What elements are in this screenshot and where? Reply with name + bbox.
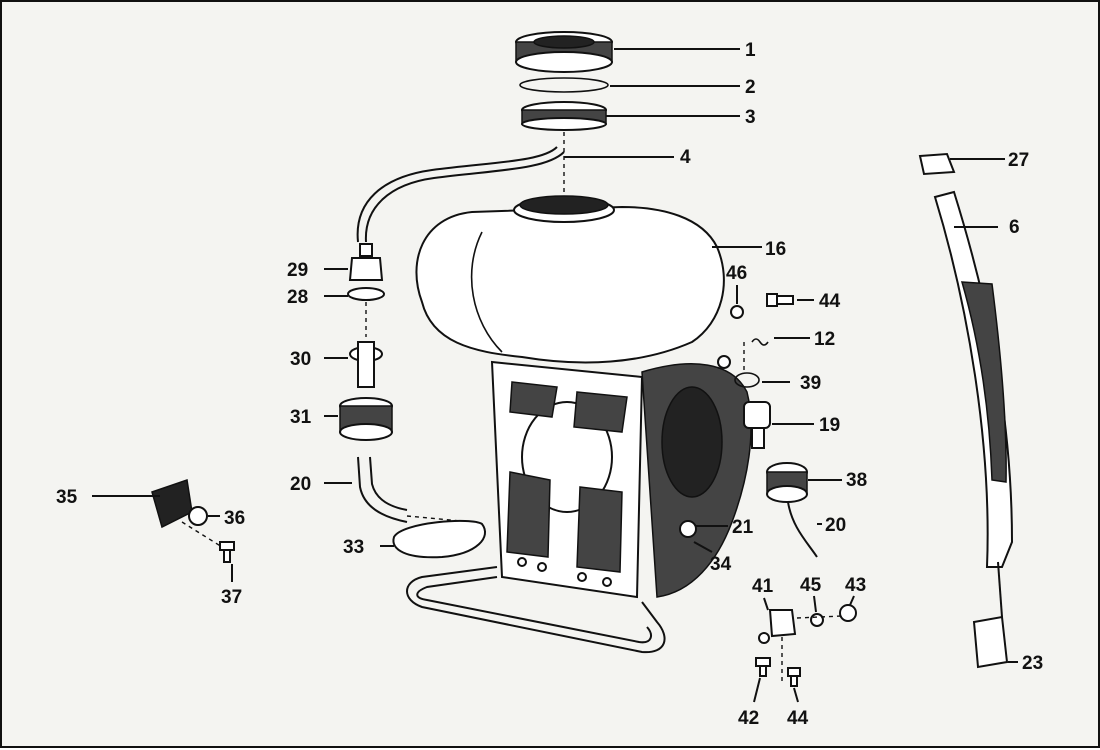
bolt-44-upper: [766, 293, 794, 307]
part-label-16: 16: [765, 239, 786, 260]
part-label-28: 28: [287, 287, 308, 308]
part-label-42: 42: [738, 708, 759, 729]
part-label-6: 6: [1009, 217, 1020, 238]
hose-tube: [356, 146, 558, 243]
washer-46: [730, 305, 744, 319]
part-label-31: 31: [290, 407, 312, 428]
part-label-35: 35: [56, 487, 78, 508]
part-label-39: 39: [800, 373, 821, 394]
back-frame: [490, 360, 644, 599]
part-label-44-lower: 44: [787, 708, 809, 729]
tank-cap: [515, 31, 613, 73]
spray-tank: [415, 195, 725, 364]
spring-12: [751, 338, 769, 346]
buckle-27: [918, 152, 956, 176]
part-label-37: 37: [221, 587, 242, 608]
washer-45: [810, 613, 824, 627]
part-label-46: 46: [726, 263, 747, 284]
screw-37: [219, 541, 235, 563]
part-label-38: 38: [846, 470, 867, 491]
part-label-2: 2: [745, 77, 756, 98]
filter-fitting-30: [349, 341, 383, 388]
part-label-3: 3: [745, 107, 756, 128]
part-label-33: 33: [343, 537, 364, 558]
part-label-20-right: 20: [825, 515, 846, 536]
base-frame-loop: [406, 566, 666, 654]
part-label-19: 19: [819, 415, 840, 436]
bracket-41: [758, 609, 797, 644]
part-label-29: 29: [287, 260, 308, 281]
pad-33: [392, 519, 487, 559]
part-label-34: 34: [710, 554, 732, 575]
nozzle-19: [743, 401, 771, 449]
part-label-36: 36: [224, 508, 245, 529]
part-label-12: 12: [814, 329, 835, 350]
hose-elbow-20: [357, 456, 408, 523]
hose-nut-38: [766, 462, 808, 503]
engine-housing: [641, 355, 752, 598]
screw-42: [755, 657, 771, 677]
part-label-45: 45: [800, 575, 822, 596]
strap-end-23: [972, 615, 1009, 669]
nut-43: [839, 604, 857, 622]
part-label-20-left: 20: [290, 474, 311, 495]
grommet-28: [347, 287, 385, 301]
screw-44-lower: [787, 667, 801, 687]
fitting-29: [348, 243, 384, 281]
part-label-27: 27: [1008, 150, 1029, 171]
part-label-21: 21: [732, 517, 754, 538]
filter-cup-31: [339, 397, 393, 441]
part-label-44-upper: 44: [819, 291, 841, 312]
part-label-4: 4: [680, 147, 691, 168]
part-label-23: 23: [1022, 653, 1043, 674]
strainer-basket: [521, 101, 607, 131]
part-label-1: 1: [745, 40, 756, 61]
part-label-43: 43: [845, 575, 866, 596]
hose-20-right: [787, 501, 818, 558]
part-label-30: 30: [290, 349, 311, 370]
seal-ring: [519, 77, 609, 93]
part-label-41: 41: [752, 576, 774, 597]
valve-assembly-35: [130, 479, 208, 529]
leader-lines: [92, 48, 1018, 703]
o-ring-39: [734, 372, 760, 388]
